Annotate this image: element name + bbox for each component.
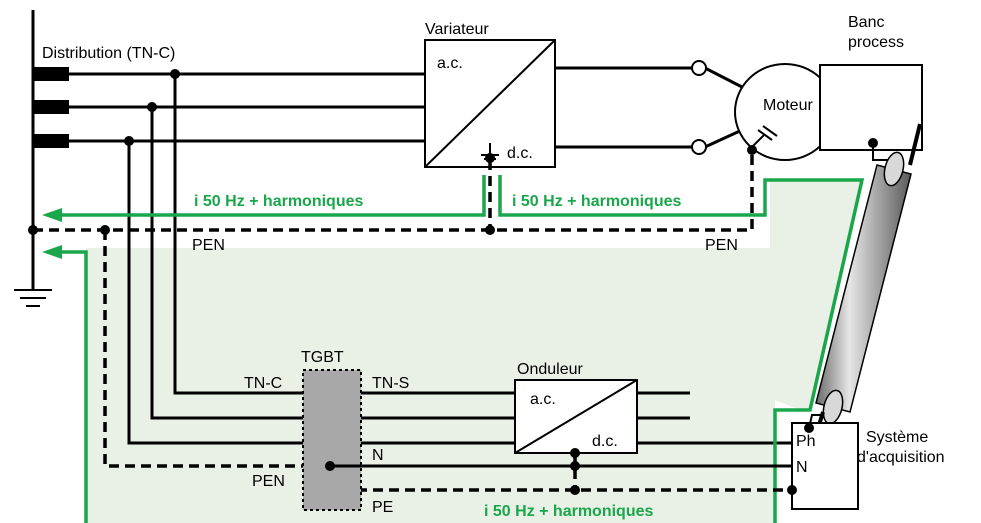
banc-process-box bbox=[819, 64, 923, 151]
acq-n-label: N bbox=[796, 459, 808, 476]
tgbt-box bbox=[302, 369, 362, 511]
acquisition-box bbox=[791, 422, 859, 510]
pen-label-tgbt: PEN bbox=[252, 473, 285, 490]
moteur-label: Moteur bbox=[763, 97, 813, 114]
variateur-ac: a.c. bbox=[437, 55, 463, 72]
shielded-cable bbox=[815, 123, 922, 433]
pen-dots bbox=[28, 145, 757, 235]
junction-dots bbox=[124, 69, 180, 146]
onduleur-outputs bbox=[637, 391, 690, 420]
acq-shield-dot bbox=[804, 423, 814, 433]
acq-pe-dot bbox=[787, 485, 797, 495]
green-label-right: i 50 Hz + harmoniques bbox=[512, 193, 681, 210]
n-label: N bbox=[372, 447, 384, 464]
variateur-title: Variateur bbox=[425, 21, 489, 38]
variateur-dc: d.c. bbox=[507, 145, 533, 162]
tgbt-label: TGBT bbox=[301, 349, 344, 366]
green-shaded-area bbox=[86, 180, 862, 523]
green-label-left: i 50 Hz + harmoniques bbox=[194, 193, 363, 210]
variateur-outputs bbox=[555, 66, 743, 149]
tgbt-split-dot bbox=[325, 461, 335, 471]
onduleur-dc: d.c. bbox=[592, 433, 618, 450]
tns-label: TN-S bbox=[372, 375, 409, 392]
terminal-circles bbox=[691, 60, 707, 155]
system-label-2: d'acquisition bbox=[857, 449, 945, 466]
system-label-1: Système bbox=[866, 429, 928, 446]
banc-label-2: process bbox=[848, 34, 904, 51]
pen-label-left: PEN bbox=[192, 237, 225, 254]
tnc-label: TN-C bbox=[244, 375, 282, 392]
onduleur-dots bbox=[570, 448, 580, 495]
pen-label-right: PEN bbox=[705, 237, 738, 254]
banc-dot bbox=[868, 138, 878, 148]
moteur-capacitor-icon bbox=[751, 125, 778, 148]
pe-label: PE bbox=[372, 499, 393, 516]
distribution-busbars bbox=[31, 10, 69, 290]
green-label-bottom: i 50 Hz + harmoniques bbox=[484, 503, 653, 520]
onduleur-ac: a.c. bbox=[530, 391, 556, 408]
onduleur-title: Onduleur bbox=[517, 361, 583, 378]
acq-ph-label: Ph bbox=[796, 433, 816, 450]
banc-label-1: Banc bbox=[848, 14, 884, 31]
phase-lines-variateur bbox=[69, 72, 425, 143]
banc-wire bbox=[872, 143, 893, 161]
distribution-label: Distribution (TN-C) bbox=[42, 45, 175, 62]
pen-dashed-lines bbox=[33, 150, 800, 492]
onduleur-box bbox=[514, 379, 638, 454]
green-current-loops bbox=[42, 175, 865, 523]
earth-symbol bbox=[14, 289, 52, 307]
